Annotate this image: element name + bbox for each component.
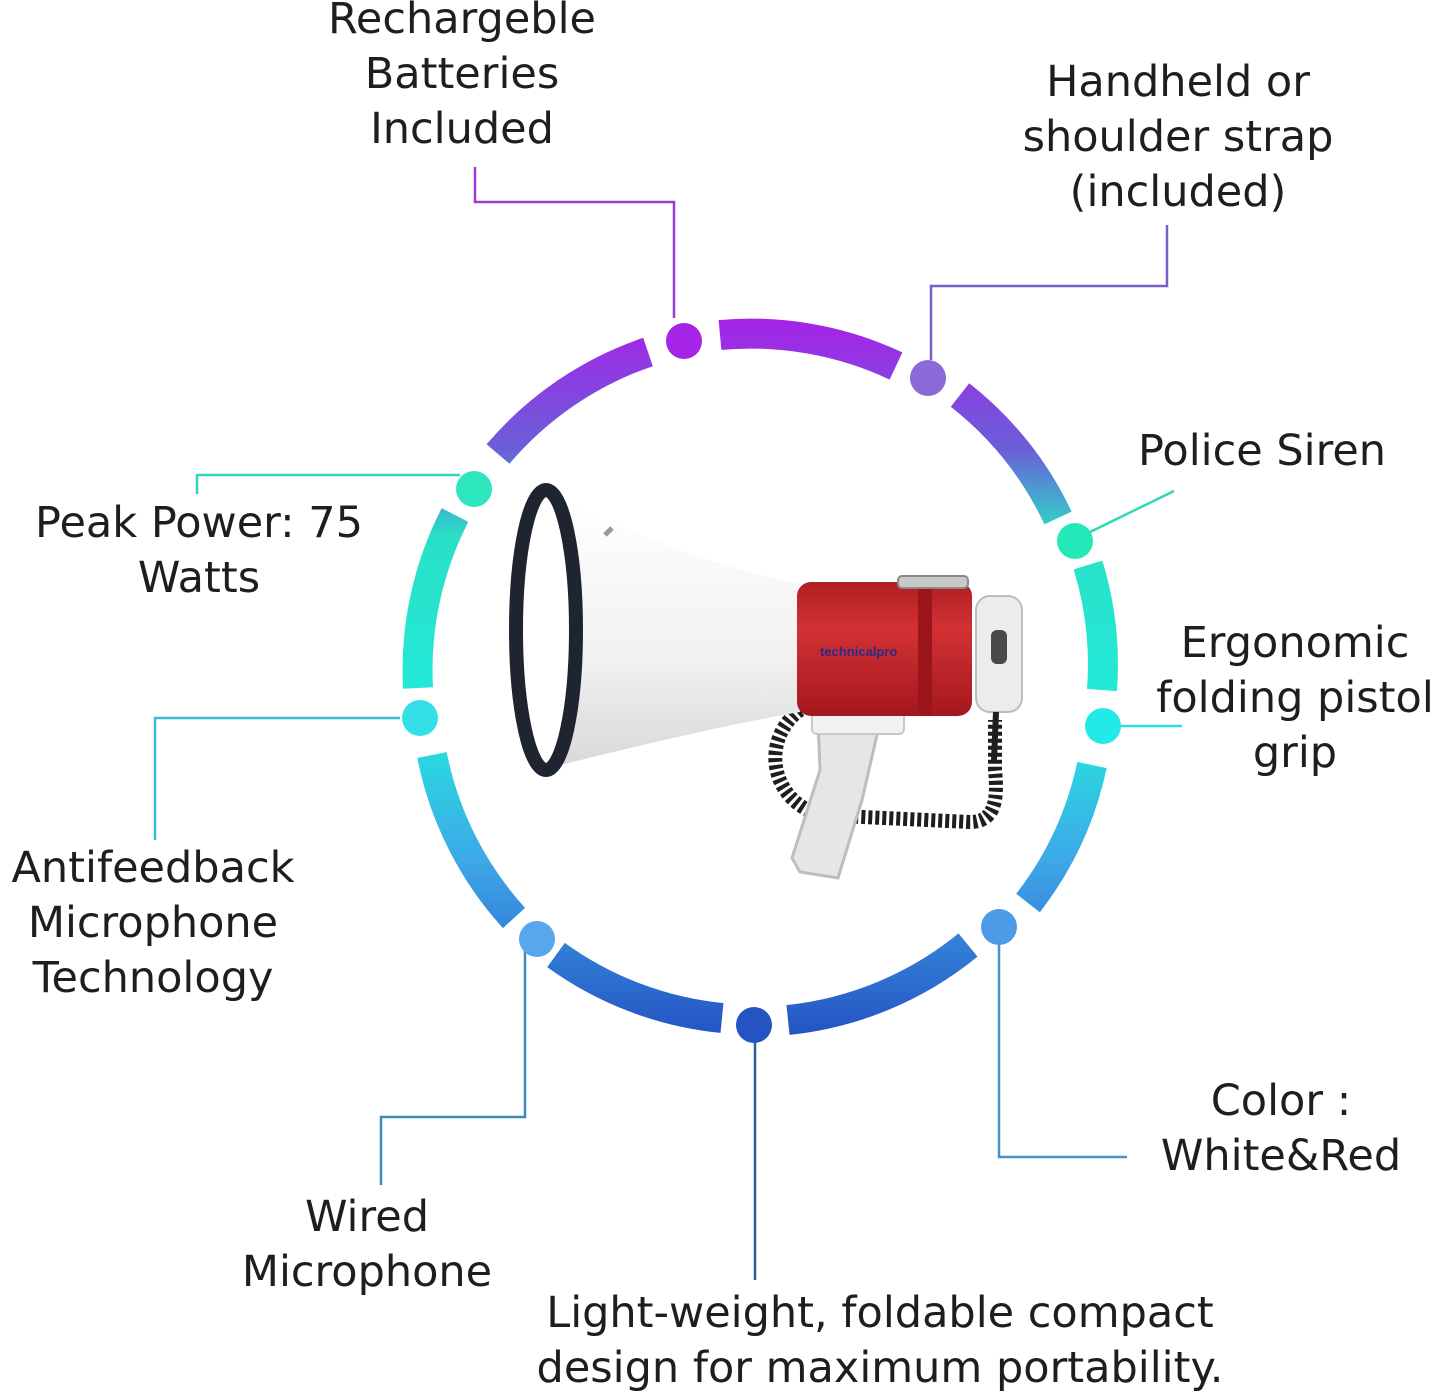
mic-button [991, 630, 1007, 664]
dot-batteries [666, 323, 702, 359]
label-batteries: Rechargeble Batteries Included [327, 0, 596, 154]
connector-strap [929, 225, 1169, 360]
body-band [918, 582, 932, 716]
label-power: Peak Power: 75 Watts [35, 498, 363, 603]
ring-arc-5 [1016, 761, 1107, 913]
dot-wired [519, 921, 555, 957]
mic-cable [991, 711, 999, 761]
dot-design [736, 1007, 772, 1043]
label-wired: Wired Microphone [241, 1192, 493, 1297]
ring-arc-1 [486, 337, 653, 464]
ring-arc-6 [786, 933, 978, 1035]
dot-color [981, 909, 1017, 945]
label-design: Light-weight, foldable compact design fo… [536, 1288, 1224, 1393]
ring-arc-3 [950, 383, 1072, 525]
feature-dots [402, 323, 1121, 1043]
dot-grip [1085, 708, 1121, 744]
ring-arc-9 [402, 508, 469, 689]
label-antifeedback: Antifeedback Microphone Technology [11, 843, 295, 1003]
label-siren: Police Siren [1138, 426, 1387, 476]
ring-arc-8 [417, 751, 526, 929]
connector-lines [153, 167, 1182, 1280]
connector-wired [379, 950, 527, 1185]
horn-body [548, 497, 800, 768]
pistol-grip [790, 720, 882, 880]
ring-arc-4 [1073, 560, 1118, 692]
top-clip [897, 575, 969, 589]
brand-logo: technicalpro [820, 644, 898, 659]
connector-power [195, 473, 460, 494]
feature-ring [402, 318, 1118, 1035]
connector-siren [1089, 489, 1175, 534]
connector-batteries [473, 167, 676, 318]
label-color: Color : White&Red [1160, 1076, 1402, 1181]
dot-power [456, 471, 492, 507]
dot-antifeedback [402, 700, 438, 736]
megaphone-illustration [509, 483, 1023, 880]
connector-color [997, 942, 1127, 1159]
connector-antifeedback [153, 716, 400, 840]
horn-screw [603, 526, 614, 537]
dot-siren [1057, 523, 1093, 559]
horn-rim [509, 483, 583, 777]
ring-arc-7 [547, 942, 724, 1033]
label-grip: Ergonomic folding pistol grip [1156, 618, 1434, 778]
ring-arc-2 [718, 318, 903, 380]
label-strap: Handheld or shoulder strap (included) [1022, 57, 1334, 217]
dot-strap [910, 360, 946, 396]
